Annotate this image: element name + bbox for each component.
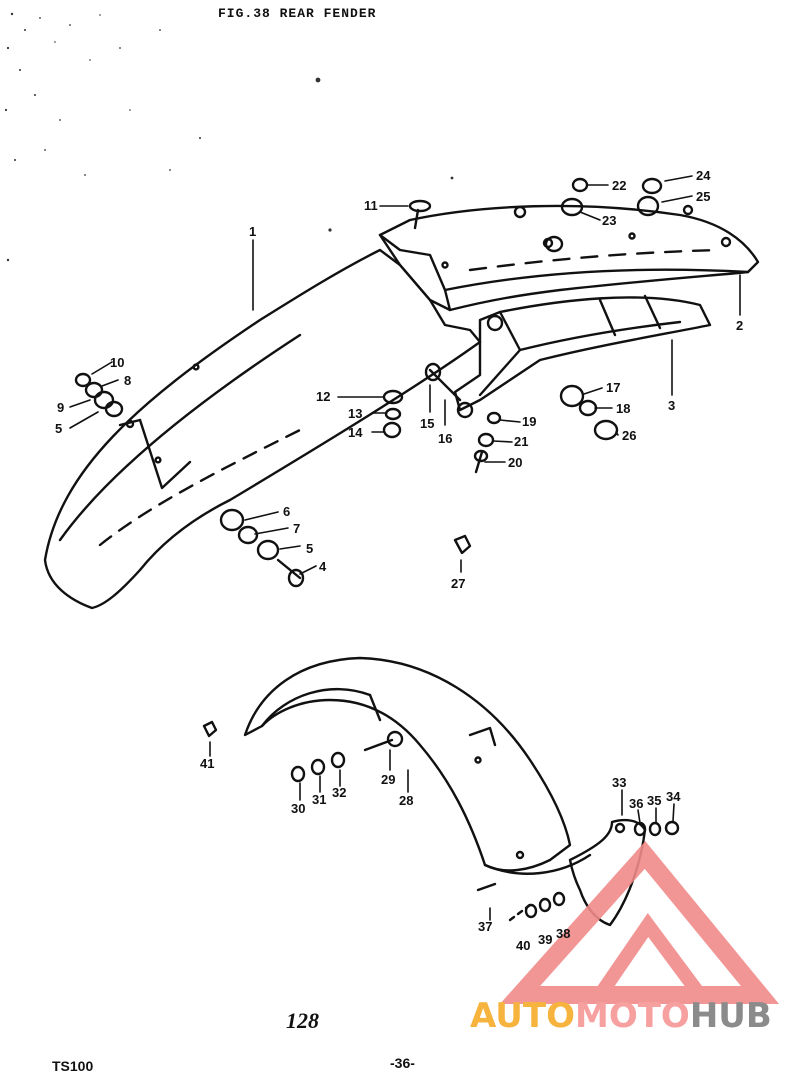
callout-16: 16	[438, 431, 452, 446]
callout-23: 23	[602, 213, 616, 228]
figure-title: FIG.38 REAR FENDER	[218, 6, 377, 21]
scan-noise	[4, 12, 454, 262]
callout-9: 9	[57, 400, 64, 415]
callout-30: 30	[291, 801, 305, 816]
callout-41: 41	[200, 756, 214, 771]
callout-33: 33	[612, 775, 626, 790]
leader-lines	[69, 175, 741, 921]
license-bracket-33	[568, 818, 647, 927]
callout-26: 26	[622, 428, 636, 443]
page-footer: -36-	[390, 1055, 415, 1071]
callout-22: 22	[612, 178, 626, 193]
watermark-moto: MOTO	[574, 996, 690, 1036]
callout-6: 6	[283, 504, 290, 519]
callout-17: 17	[606, 380, 620, 395]
callout-27: 27	[451, 576, 465, 591]
callout-8: 8	[124, 373, 131, 388]
bolt-11	[408, 199, 432, 230]
callout-34: 34	[666, 789, 681, 804]
callout-32: 32	[332, 785, 346, 800]
model-label: TS100	[52, 1058, 94, 1074]
callout-28: 28	[399, 793, 413, 808]
callout-15: 15	[420, 416, 434, 431]
callout-1: 1	[249, 224, 256, 239]
center-fastener-stack	[219, 508, 305, 588]
callout-13: 13	[348, 406, 362, 421]
watermark-text: AUTOMOTOHUB	[470, 996, 772, 1036]
callout-5a: 5	[55, 421, 62, 436]
callout-39: 39	[538, 932, 552, 947]
callout-29: 29	[381, 772, 395, 787]
watermark-hub: HUB	[689, 996, 772, 1036]
callout-31: 31	[312, 792, 326, 807]
callout-7: 7	[293, 521, 300, 536]
fender-brace-bracket	[453, 294, 712, 419]
callout-19: 19	[522, 414, 536, 429]
left-fastener-stack	[74, 372, 124, 418]
callout-38: 38	[556, 926, 570, 941]
bolt-15-16	[424, 362, 462, 402]
page-number: 128	[286, 1008, 319, 1033]
callout-21: 21	[514, 434, 528, 449]
inner-rear-fender	[243, 656, 592, 875]
clip-41	[202, 720, 218, 738]
callout-2: 2	[736, 318, 743, 333]
callout-5b: 5	[306, 541, 313, 556]
callout-3: 3	[668, 398, 675, 413]
top-grommets-22-25	[544, 177, 663, 253]
callout-10: 10	[110, 355, 124, 370]
rear-fender-front-section	[43, 248, 482, 610]
callout-37: 37	[478, 919, 492, 934]
rear-fender-rear-section	[378, 204, 760, 312]
fasteners-30-32	[290, 751, 346, 783]
callout-25: 25	[696, 189, 710, 204]
callout-14: 14	[348, 425, 363, 440]
bolt-20-21	[473, 432, 495, 474]
fastener-29	[363, 730, 404, 752]
callout-12: 12	[316, 389, 330, 404]
clip-27	[453, 534, 472, 555]
callout-20: 20	[508, 455, 522, 470]
grommet-stack-12-14	[382, 389, 404, 439]
callout-4: 4	[319, 559, 327, 574]
callout-36: 36	[629, 796, 643, 811]
fasteners-34-36	[633, 820, 680, 837]
watermark-auto: AUTO	[470, 996, 575, 1036]
callout-35: 35	[647, 793, 661, 808]
fasteners-37-40	[476, 882, 566, 922]
watermark-triangle-logo	[499, 841, 780, 1004]
callout-24: 24	[696, 168, 711, 183]
callout-11: 11	[364, 198, 378, 213]
right-grommets-17-18-26	[486, 384, 619, 441]
callout-40: 40	[516, 938, 530, 953]
callout-18: 18	[616, 401, 630, 416]
